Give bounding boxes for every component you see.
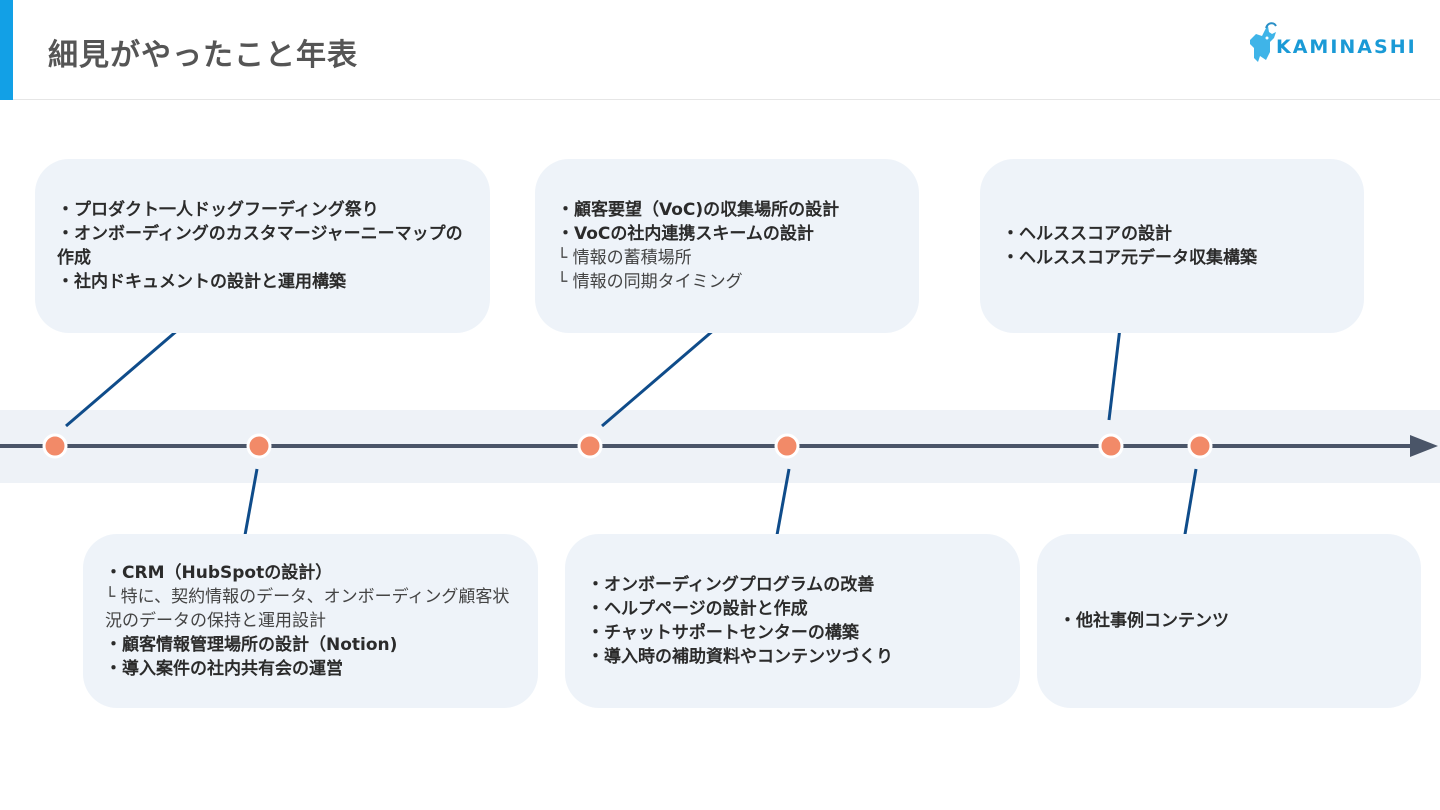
card-item: ・ヘルススコアの設計 [1002, 224, 1172, 244]
timeline-markers [42, 433, 1213, 459]
timeline-marker [246, 433, 272, 459]
card-item: └ 情報の同期タイミング [557, 272, 743, 292]
timeline-marker [577, 433, 603, 459]
timeline-marker [42, 433, 68, 459]
header-divider [13, 99, 1440, 100]
card-item: ・CRM（HubSpotの設計） [105, 563, 333, 583]
card-item: └ 特に、契約情報のデータ、オンボーディング顧客状況のデータの保持と運用設計 [105, 587, 510, 631]
timeline-card-4: ・オンボーディングプログラムの改善 ・ヘルプページの設計と作成 ・チャットサポー… [565, 534, 1020, 708]
card-item: ・他社事例コンテンツ [1059, 611, 1229, 631]
card-item: ・チャットサポートセンターの構築 [587, 623, 859, 643]
company-logo: KAMINASHI [1246, 22, 1416, 66]
timeline-arrowhead [1410, 435, 1438, 457]
card-item: ・社内ドキュメントの設計と運用構築 [57, 272, 346, 292]
timeline-card-2: ・CRM（HubSpotの設計） └ 特に、契約情報のデータ、オンボーディング顧… [83, 534, 538, 708]
card-item: ・顧客要望（VoC)の収集場所の設計 [557, 200, 840, 220]
header-accent-bar [0, 0, 13, 100]
timeline-marker [774, 433, 800, 459]
timeline-card-6: ・他社事例コンテンツ [1037, 534, 1421, 708]
connector-card-1 [65, 315, 194, 428]
card-item: ・オンボーディングプログラムの改善 [587, 575, 875, 595]
connector-card-3 [601, 315, 730, 428]
goat-icon [1250, 22, 1277, 62]
timeline-card-1: ・プロダクト一人ドッグフーディング祭り ・オンボーディングのカスタマージャーニー… [35, 159, 490, 333]
connector-card-4 [773, 468, 791, 547]
card-item: ・導入案件の社内共有会の運営 [105, 659, 343, 679]
timeline-marker [1098, 433, 1124, 459]
card-item: ・導入時の補助資料やコンテンツづくり [587, 647, 893, 667]
card-item: ・プロダクト一人ドッグフーディング祭り [57, 200, 379, 220]
card-item: ・ヘルプページの設計と作成 [587, 599, 808, 619]
page-title: 細見がやったこと年表 [48, 38, 358, 73]
logo-wordmark: KAMINASHI [1276, 36, 1417, 58]
timeline-card-5: ・ヘルススコアの設計 ・ヘルススコア元データ収集構築 [980, 159, 1364, 333]
connector-card-2 [241, 468, 259, 547]
card-item: ・顧客情報管理場所の設計（Notion) [105, 635, 398, 655]
card-item: ・オンボーディングのカスタマージャーニーマップの作成 [57, 224, 463, 268]
timeline-marker [1187, 433, 1213, 459]
card-item: ・ヘルススコア元データ収集構築 [1002, 248, 1257, 268]
card-item: └ 情報の蓄積場所 [557, 248, 692, 268]
connector-card-6 [1181, 468, 1198, 547]
timeline-card-3: ・顧客要望（VoC)の収集場所の設計 ・VoCの社内連携スキームの設計 └ 情報… [535, 159, 919, 333]
card-item: ・VoCの社内連携スキームの設計 [557, 224, 814, 244]
